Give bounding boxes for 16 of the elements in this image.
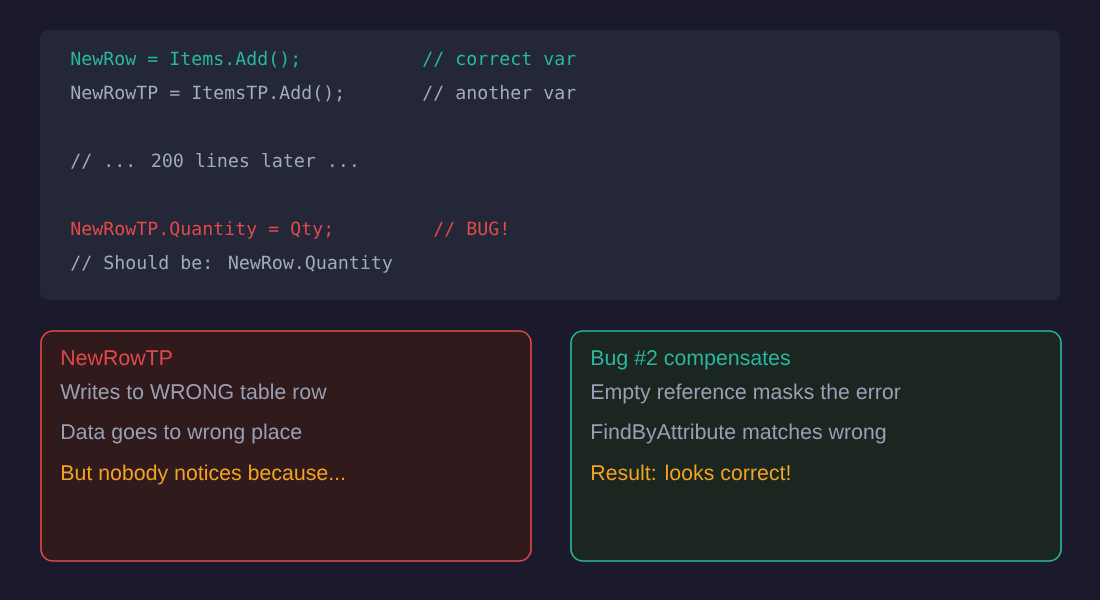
code-comment: // BUG! bbox=[434, 221, 506, 237]
code-line: NewRowTP.Quantity = Qty; bbox=[71, 221, 330, 239]
box-text: Result: looks correct! bbox=[592, 464, 790, 481]
code-comment: // ... 200 lines later ... bbox=[71, 153, 356, 169]
box-heading: NewRowTP bbox=[62, 350, 172, 366]
code-comment: // Should be: NewRow.Quantity bbox=[71, 255, 393, 273]
code-comment: // correct var bbox=[423, 51, 576, 67]
code-comment: // another var bbox=[423, 85, 576, 101]
box-text: But nobody notices because... bbox=[62, 464, 345, 485]
box-text: Data goes to wrong place bbox=[62, 423, 302, 444]
code-line: NewRow = Items.Add(); bbox=[71, 51, 297, 68]
box-heading: Bug #2 compensates bbox=[592, 350, 790, 370]
box-text: Writes to WRONG table row bbox=[60, 383, 327, 400]
code-line: NewRowTP = ItemsTP.Add(); bbox=[71, 85, 341, 102]
box-text: Empty reference masks the error bbox=[592, 383, 901, 404]
box-text: FindByAttribute matches wrong bbox=[592, 423, 886, 444]
